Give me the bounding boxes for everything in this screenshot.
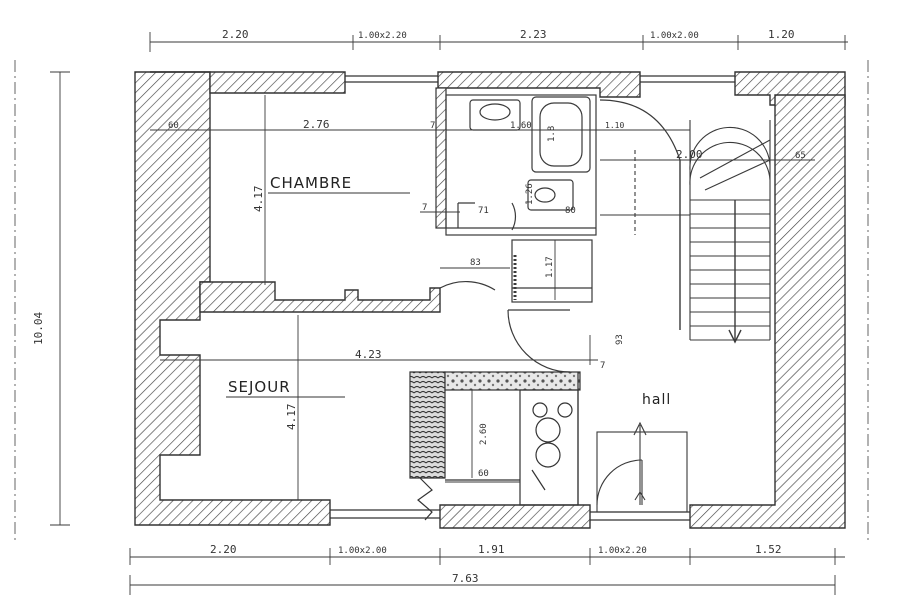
entrance-steps xyxy=(596,421,688,513)
dim-small-80: 80 xyxy=(565,206,576,216)
dim-small-71: 71 xyxy=(478,206,489,216)
dim-bottom-3: 1.91 xyxy=(478,543,505,556)
dim-chambre-height: 4.17 xyxy=(252,186,265,213)
dim-sejour-height: 4.17 xyxy=(285,404,298,431)
door-swing-sejour xyxy=(439,281,496,291)
dimension-labels: 2.20 1.00x2.20 2.23 1.00x2.00 1.20 2.20 … xyxy=(32,28,806,585)
wall-bottom-mid xyxy=(439,504,591,529)
kitchen-counter-wood xyxy=(409,371,446,479)
exterior-walls xyxy=(134,71,846,529)
wall-chambre-right xyxy=(435,87,447,229)
room-labels: CHAMBRE SEJOUR hall xyxy=(228,174,671,408)
dim-kitchen-depth: 60 xyxy=(478,469,489,479)
dim-bath-h2: 1.26 xyxy=(525,183,535,205)
dim-top-3: 2.23 xyxy=(520,28,547,41)
dim-bottom-1: 2.20 xyxy=(210,543,237,556)
dim-hall-93: 93 xyxy=(615,334,625,345)
dim-kitchen-len: 2.60 xyxy=(479,423,489,445)
wall-right xyxy=(689,94,846,529)
dim-closet-width: 83 xyxy=(470,258,481,268)
dim-top-1: 2.20 xyxy=(222,28,249,41)
axis-lines xyxy=(14,60,869,540)
wall-top xyxy=(150,71,346,94)
kitchen-counter-right xyxy=(519,389,579,506)
staircase xyxy=(599,99,771,344)
kitchen-counter-top xyxy=(444,371,581,391)
dim-chambre-width: 2.76 xyxy=(303,118,330,131)
stair-arrow-icon xyxy=(728,329,742,344)
dim-bath-width: 1.60 xyxy=(510,121,532,131)
door-swing-entrance xyxy=(596,459,643,506)
dim-bottom-2: 1.00x2.00 xyxy=(338,546,387,556)
entrance-arrow-icon xyxy=(633,421,647,436)
room-label-chambre: CHAMBRE xyxy=(270,174,352,192)
dim-bath-w2: 1.10 xyxy=(605,121,624,130)
dim-sejour-width: 4.23 xyxy=(355,348,382,361)
dim-top-4: 1.00x2.00 xyxy=(650,31,699,41)
kitchen xyxy=(409,371,581,521)
wall-interior xyxy=(199,281,441,313)
dim-small-7c: 7 xyxy=(600,361,605,371)
dim-small-7b: 7 xyxy=(422,203,427,213)
dim-closet-h: 1.17 xyxy=(545,256,555,278)
dim-bottom-5: 1.52 xyxy=(755,543,782,556)
dim-stair-width: 2.00 xyxy=(676,148,703,161)
room-label-sejour: SEJOUR xyxy=(228,378,291,396)
bathtub-icon xyxy=(531,96,591,173)
dim-top-2: 1.00x2.20 xyxy=(358,31,407,41)
dim-wall-left: 60 xyxy=(168,121,179,131)
dim-bath-h1: 1.8 xyxy=(547,126,557,142)
dim-bottom-4: 1.00x2.20 xyxy=(598,546,647,556)
dim-top-5: 1.20 xyxy=(768,28,795,41)
room-label-hall: hall xyxy=(642,392,671,408)
toilet-icon xyxy=(527,179,574,211)
dim-small-7a: 7 xyxy=(430,121,435,131)
dim-total-width: 7.63 xyxy=(452,572,479,585)
dim-total-height: 10.04 xyxy=(32,312,45,345)
dimension-lines xyxy=(50,32,848,595)
closet xyxy=(507,239,593,373)
wall-top-mid xyxy=(437,71,641,98)
dim-stair-right: 65 xyxy=(795,151,806,161)
bathroom-block xyxy=(445,94,597,236)
door-swing-closet xyxy=(507,309,571,373)
bathroom xyxy=(445,94,597,236)
stove-burner-icon xyxy=(532,402,548,418)
